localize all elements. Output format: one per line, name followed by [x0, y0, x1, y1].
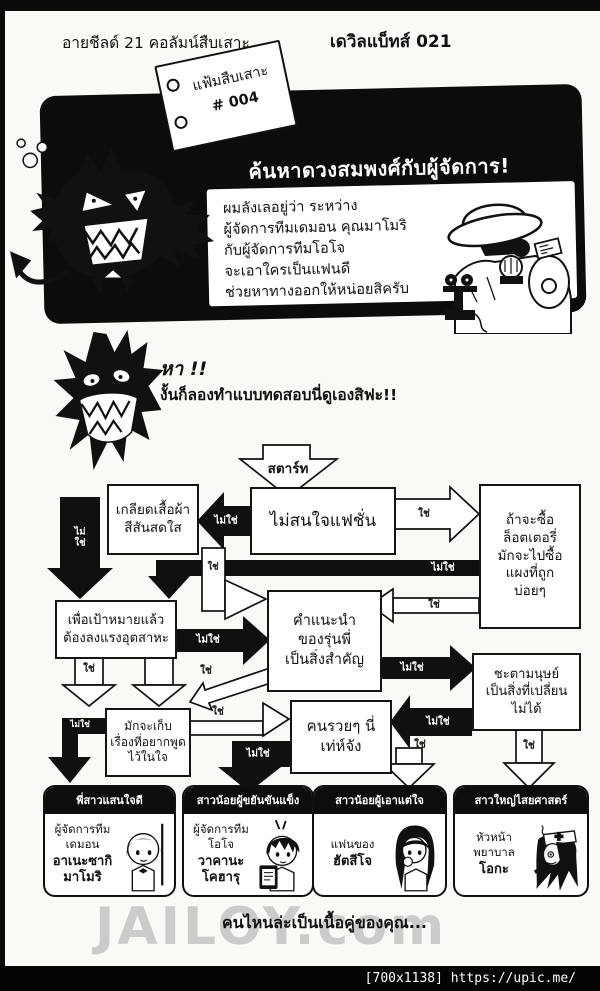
- result-header: พี่สาวแสนใจดี: [45, 787, 174, 814]
- arrow-no-advice-to-fate: [378, 645, 476, 691]
- question-effort-for-goal: เพื่อเป้าหมายแล้ว ต้องลงแรงอุตสาหะ: [55, 600, 177, 659]
- arrow-no-down-left: [47, 497, 113, 599]
- yes-label: ใช่: [212, 706, 224, 718]
- question-fashion: ไม่สนใจแฟชั่น: [250, 487, 396, 555]
- result-diligent-girl: สาวน้อยผู้ขยันขันแข็ง ผู้จัดการทีม โอโจ …: [182, 785, 314, 897]
- result-name: ฮัตสีโจ: [333, 854, 372, 870]
- question-keep-feelings: มักจะเก็บ เรื่องที่อยากพูด ไว้ในใจ: [105, 708, 191, 777]
- result-occult-lady: สาวใหญ่ไสยศาสตร์ หัวหน้า พยาบาล โอกะ: [453, 785, 589, 897]
- question-rich-cool: คนรวยๆ นี่ เท่ห์จัง: [290, 700, 392, 774]
- result-name: อาเนะซากิ มาโมริ: [52, 853, 113, 885]
- arrow-yes-advice-to-keep: [188, 666, 276, 712]
- result-header: สาวน้อยผู้เอาแต่ใจ: [314, 787, 445, 814]
- chapter-number: เดวิลแบ็ทส์ 021: [330, 32, 452, 52]
- result-name: โอกะ: [479, 861, 509, 877]
- arrow-yes-goal-down1-shaft: [74, 654, 104, 686]
- column-title: อายชีลด์ 21 คอลัมน์สืบเสาะ: [62, 34, 250, 52]
- arrow-no-rich-to-result2-head: [218, 767, 281, 792]
- devil-bat-mascot-icon: [10, 138, 214, 296]
- result-kind-sister: พี่สาวแสนใจดี ผู้จัดการทีม เดมอน อาเนะซา…: [43, 785, 176, 897]
- portrait-girlfriend: [395, 825, 435, 892]
- devil-quote-text: งั้นก็ลองทำแบบทดสอบนี่ดูเองสิฟะ!!: [160, 386, 398, 404]
- no-label: ไม่ ใช่: [74, 526, 86, 548]
- no-label: ไม่ใช่: [400, 662, 424, 674]
- arrow-yes-keep-to-rich-head: [262, 701, 291, 738]
- result-role: หัวหน้า พยาบาล: [473, 829, 515, 859]
- arrow-no-goal-to-advice: [173, 616, 270, 665]
- yes-label: ใช่: [418, 508, 430, 520]
- yes-label: ใช่: [207, 561, 219, 573]
- yes-label: ใช่: [414, 739, 426, 751]
- start-label: สตาร์ท: [267, 461, 309, 477]
- result-name: วาคานะ โคฮารุ: [197, 853, 245, 885]
- result-header: สาวน้อยผู้ขยันขันแข็ง: [184, 787, 312, 814]
- arrow-no-fashion-to-hate-clothes: [197, 492, 250, 550]
- arrow-yes-fate-to-result4-head: [501, 762, 557, 790]
- yes-label: ใช่: [83, 663, 95, 675]
- devil-quote-exclaim: หา !!: [160, 358, 208, 380]
- watermark: JAILOY.com: [95, 897, 448, 957]
- no-label: ไม่ใช่: [246, 748, 270, 760]
- image-host-text: [700x1138] https://upic.me/: [364, 971, 576, 986]
- question-senior-advice: คำแนะนำ ของรุ่นพี่ เป็นสิ่งสำคัญ: [267, 590, 382, 692]
- portrait-mamori: [126, 823, 164, 892]
- arrow-no-fate-to-rich: [390, 695, 472, 749]
- flaming-devil-bat-icon: [53, 330, 164, 470]
- yes-label: ใช่: [428, 599, 440, 611]
- arrow-yes-keep-to-rich-shaft: [186, 720, 264, 736]
- image-host-bar: [700x1138] https://upic.me/: [0, 966, 600, 991]
- arrow-yes-fashion-to-lottery: [391, 485, 481, 543]
- result-role: ผู้จัดการทีม โอโจ: [193, 821, 249, 851]
- result-role: แฟนของ: [330, 837, 375, 852]
- arrow-yes-goal-down1-head: [60, 684, 118, 708]
- no-label: ไม่ใช่: [70, 720, 90, 731]
- yes-label: ใช่: [523, 740, 535, 752]
- no-label: ไม่ใช่: [196, 634, 220, 646]
- question-fate-unchangeable: ชะตามนุษย์ เป็นสิ่งที่เปลี่ยน ไม่ได้: [472, 653, 581, 731]
- closing-caption: คนไหนล่ะเป็นเนื้อคู่ของคุณ...: [222, 913, 427, 932]
- left-border: [0, 0, 5, 991]
- arrow-yes-goal-down2-shaft: [144, 654, 174, 686]
- yes-label: ใช่: [200, 665, 212, 677]
- no-label: ไม่ใช่: [214, 515, 238, 527]
- arrow-yes-goal-down2-head: [130, 684, 188, 708]
- question-hate-bright-clothes: เกลียดเสื้อผ้า สีสันสดใส: [107, 484, 199, 555]
- question-lottery: ถ้าจะซื้อ ล็อตเตอรี่ มักจะไปซื้อ แผงที่ถ…: [479, 484, 581, 629]
- portrait-nurse-oka: [533, 825, 578, 891]
- result-willful-girl: สาวน้อยผู้เอาแต่ใจ แฟนของ ฮัตสีโจ: [312, 785, 447, 897]
- arrow-no-rich-to-result2-shaft: [232, 741, 290, 767]
- arrow-no-bar-down-head: [148, 576, 190, 599]
- detective-character-icon: [443, 203, 572, 334]
- arrow-yes-channel-head: [224, 578, 268, 621]
- result-role: ผู้จัดการทีม เดมอน: [54, 821, 111, 851]
- top-border: [0, 0, 600, 11]
- arrow-no-bar: [156, 560, 479, 576]
- arrow-no-keep-to-result1: [48, 718, 105, 783]
- arrow-yes-channel: [201, 547, 226, 612]
- no-label: ไม่ใช่: [426, 716, 450, 728]
- arrow-yes-rich-to-result3-head: [381, 763, 437, 790]
- portrait-wakana: [259, 819, 300, 892]
- result-header: สาวใหญ่ไสยศาสตร์: [455, 787, 587, 814]
- no-label: ไม่ใช่: [431, 562, 455, 574]
